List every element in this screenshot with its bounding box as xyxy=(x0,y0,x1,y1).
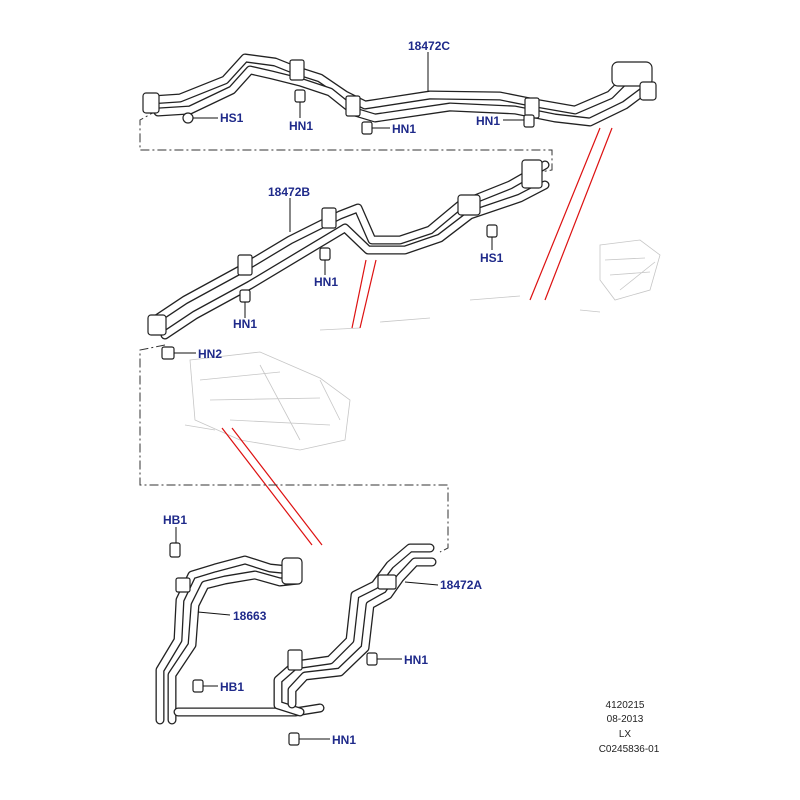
label-hose-18663: 18663 xyxy=(233,609,267,623)
hose-18472a xyxy=(273,543,437,717)
label-hn1-mid-b: HN1 xyxy=(233,317,257,331)
label-hn1-top-b: HN1 xyxy=(392,122,416,136)
hose-18472b xyxy=(147,159,550,340)
label-hs1-top: HS1 xyxy=(220,111,244,125)
label-hb1-upper: HB1 xyxy=(163,513,187,527)
label-hs1-mid: HS1 xyxy=(480,251,504,265)
label-hn1-bottom-a: HN1 xyxy=(404,653,428,667)
ref-code: 4120215 xyxy=(606,700,645,711)
label-hn1-top-c: HN1 xyxy=(476,114,500,128)
middle-fastener-glyphs xyxy=(161,224,498,360)
ref-date: 08-2013 xyxy=(607,714,644,725)
hose-18663 xyxy=(155,555,325,725)
label-hn2-mid: HN2 xyxy=(198,347,222,361)
reference-block: 4120215 08-2013 LX C0245836-01 xyxy=(599,700,660,755)
hose-18472c xyxy=(142,53,657,127)
label-hn1-top-a: HN1 xyxy=(289,119,313,133)
red-pointer-lines xyxy=(221,127,613,546)
vehicle-background-sketch xyxy=(184,239,661,451)
leader-lines xyxy=(174,52,524,740)
label-hb1-lower: HB1 xyxy=(220,680,244,694)
label-hn1-bottom-b: HN1 xyxy=(332,733,356,747)
label-hose-18472b: 18472B xyxy=(268,185,310,199)
ref-illustration-id: C0245836-01 xyxy=(599,744,660,755)
label-hose-18472c: 18472C xyxy=(408,39,450,53)
connector-lines xyxy=(139,109,553,553)
ref-model: LX xyxy=(619,729,632,740)
label-hose-18472a: 18472A xyxy=(440,578,482,592)
label-hn1-mid-a: HN1 xyxy=(314,275,338,289)
